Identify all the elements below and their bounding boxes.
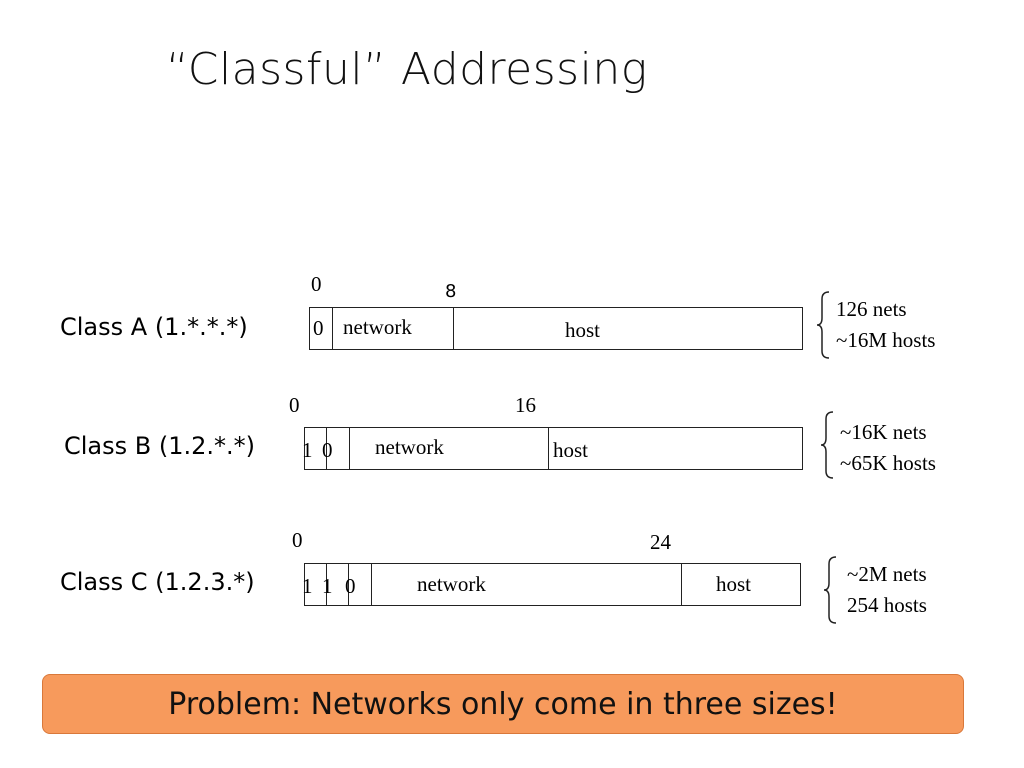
class-b-bit-cell-1 [305, 428, 327, 469]
class-a-address-box: 0 network host [309, 307, 803, 350]
class-a-label: Class A (1.*.*.*) [60, 313, 248, 341]
class-b-mark-end: 16 [515, 393, 536, 417]
class-b-bit-1: 0 [322, 438, 333, 462]
class-a-brace [816, 291, 830, 359]
problem-text: Problem: Networks only come in three siz… [168, 686, 838, 722]
class-b-host-text: host [553, 438, 589, 462]
class-c-host-text: host [716, 572, 752, 596]
class-c-bit-2: 0 [345, 574, 356, 598]
class-a-bit-0: 0 [313, 316, 324, 340]
class-b-brace [820, 411, 834, 479]
class-a-network-cell [333, 308, 454, 349]
class-c-mark-start: 0 [292, 528, 303, 552]
class-a-mark-end: 8 [445, 281, 457, 302]
class-c-hosts: 254 hosts [847, 593, 927, 617]
class-b-address-box: 1 0 network host [302, 427, 803, 470]
class-b-label: Class B (1.2.*.*) [64, 432, 256, 460]
class-b-nets: ~16K nets [840, 420, 927, 444]
problem-callout: Problem: Networks only come in three siz… [42, 674, 964, 734]
class-c-bit-cell-3 [349, 564, 372, 605]
class-c-mark-end: 24 [650, 530, 671, 554]
class-a-host-text: host [565, 318, 601, 342]
class-c-network-text: network [417, 572, 486, 596]
class-a-mark-start: 0 [311, 272, 322, 296]
class-b-network-text: network [375, 435, 444, 459]
class-b-bit-0: 1 [302, 438, 313, 462]
class-c-label: Class C (1.2.3.*) [60, 568, 255, 596]
class-c-address-box: 1 1 0 network host [302, 563, 801, 606]
class-b-bit-cell-2 [327, 428, 350, 469]
class-c-nets: ~2M nets [847, 562, 927, 586]
class-c-network-cell [372, 564, 682, 605]
class-a-network-text: network [343, 315, 412, 339]
class-c-brace [823, 556, 837, 624]
class-a-bit-cell [310, 308, 333, 349]
class-c-bit-1: 1 [322, 574, 333, 598]
class-a-hosts: ~16M hosts [836, 328, 936, 352]
class-c-bit-0: 1 [302, 574, 313, 598]
class-b-hosts: ~65K hosts [840, 451, 936, 475]
class-b-mark-start: 0 [289, 393, 300, 417]
page-title: “Classful” Addressing [166, 44, 648, 95]
class-c-bit-cell-1 [305, 564, 327, 605]
class-a-nets: 126 nets [836, 297, 907, 321]
class-b-network-cell [350, 428, 549, 469]
class-c-bit-cell-2 [327, 564, 349, 605]
